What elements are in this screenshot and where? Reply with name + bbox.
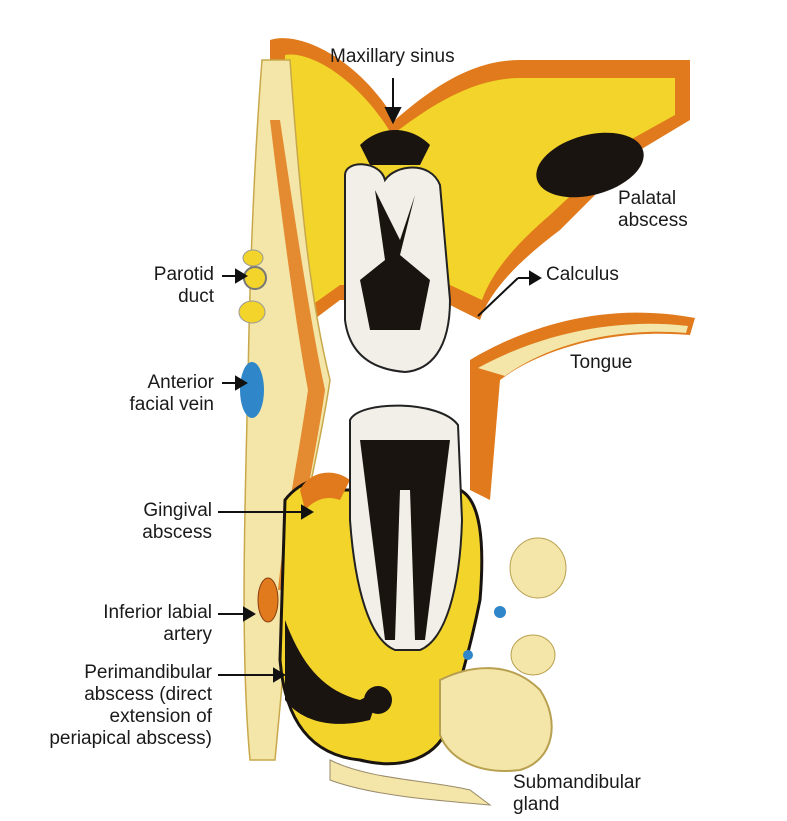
parotid-gland-lobule xyxy=(239,301,265,323)
label-perimandibular-abscess-line1: Perimandibular xyxy=(20,662,212,684)
periapical-abscess xyxy=(364,686,392,714)
sublingual-gland-lobule-2 xyxy=(511,635,555,675)
label-anterior-facial-vein: Anterior facial vein xyxy=(100,372,214,416)
label-submandibular-gland: Submandibular gland xyxy=(513,772,641,816)
submandibular-gland-shape xyxy=(440,668,552,771)
sublingual-gland-lobule xyxy=(510,538,566,598)
label-perimandibular-abscess-line3: extension of xyxy=(20,706,212,728)
label-palatal-abscess-line1: Palatal xyxy=(618,188,688,210)
label-calculus: Calculus xyxy=(546,264,619,286)
label-anterior-facial-vein-line1: Anterior xyxy=(100,372,214,394)
inferior-labial-artery-shape xyxy=(258,578,278,622)
arrowhead-calculus xyxy=(530,272,540,284)
label-perimandibular-abscess-line2: abscess (direct xyxy=(20,684,212,706)
label-maxillary-sinus-text: Maxillary sinus xyxy=(330,46,455,68)
parotid-duct-shape xyxy=(244,267,266,289)
label-palatal-abscess: Palatal abscess xyxy=(618,188,688,232)
lingual-vessel-2 xyxy=(463,650,473,660)
label-calculus-text: Calculus xyxy=(546,264,619,286)
label-inferior-labial-artery: Inferior labial artery xyxy=(60,602,212,646)
label-inferior-labial-artery-line1: Inferior labial xyxy=(60,602,212,624)
label-inferior-labial-artery-line2: artery xyxy=(60,624,212,646)
label-tongue: Tongue xyxy=(570,352,632,374)
label-gingival-abscess-line1: Gingival xyxy=(100,500,212,522)
anterior-facial-vein-shape xyxy=(240,362,264,418)
label-tongue-text: Tongue xyxy=(570,352,632,374)
label-submandibular-gland-line1: Submandibular xyxy=(513,772,641,794)
parotid-gland-lobule-2 xyxy=(243,250,263,266)
label-palatal-abscess-line2: abscess xyxy=(618,210,688,232)
label-parotid-duct: Parotid duct xyxy=(128,264,214,308)
label-parotid-duct-line2: duct xyxy=(128,286,214,308)
label-gingival-abscess: Gingival abscess xyxy=(100,500,212,544)
label-anterior-facial-vein-line2: facial vein xyxy=(100,394,214,416)
label-parotid-duct-line1: Parotid xyxy=(128,264,214,286)
label-maxillary-sinus: Maxillary sinus xyxy=(330,46,455,68)
chin-tissue xyxy=(330,760,490,805)
label-gingival-abscess-line2: abscess xyxy=(100,522,212,544)
label-perimandibular-abscess-line4: periapical abscess) xyxy=(20,728,212,750)
label-perimandibular-abscess: Perimandibular abscess (direct extension… xyxy=(20,662,212,750)
label-submandibular-gland-line2: gland xyxy=(513,794,641,816)
lingual-vessel xyxy=(494,606,506,618)
